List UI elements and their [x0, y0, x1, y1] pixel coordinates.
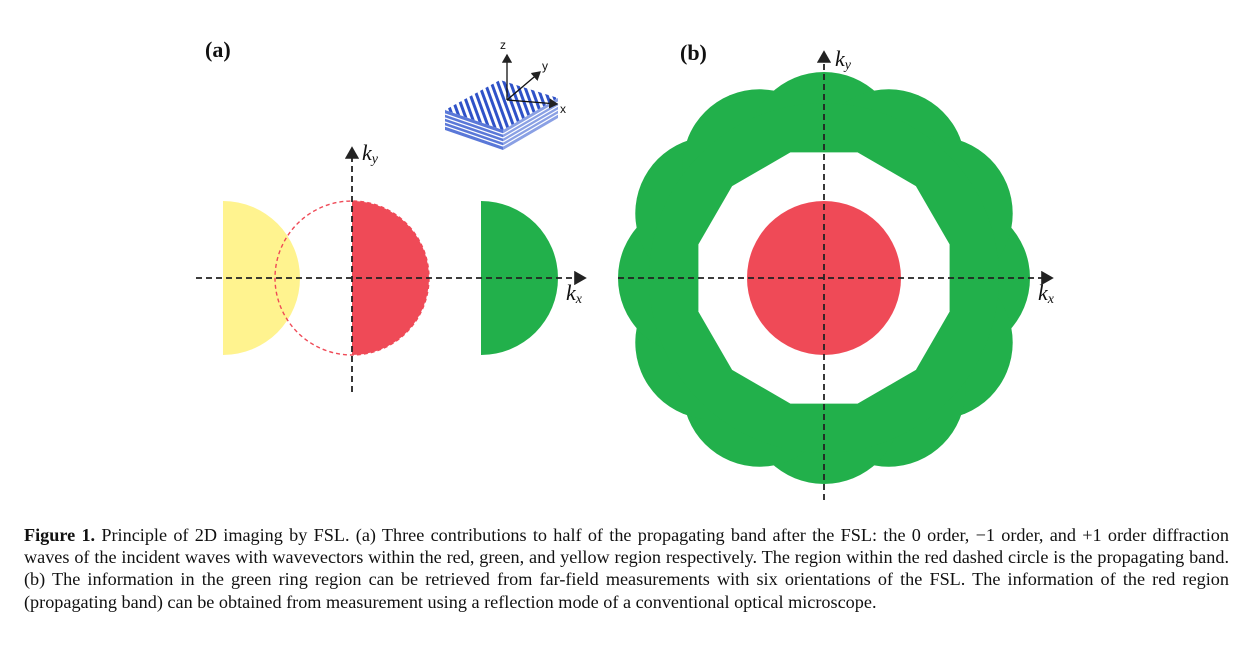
grating-layers [444, 113, 504, 147]
panel-a: (a) z y x [196, 37, 587, 392]
panel-a-ky-label: ky [362, 140, 379, 167]
panel-a-label: (a) [205, 37, 231, 62]
figure-caption: Figure 1. Principle of 2D imaging by FSL… [24, 524, 1229, 613]
panel-a-kx-label: kx [566, 280, 583, 307]
grating-inset: z y x [444, 38, 566, 150]
inset-y-axis [506, 71, 541, 101]
panel-b-ky-label: ky [835, 46, 852, 73]
inset-z-label: z [500, 38, 506, 52]
panel-b: (b) kx ky [618, 40, 1055, 500]
grating-side-face [503, 98, 558, 150]
caption-text: Principle of 2D imaging by FSL. (a) Thre… [24, 525, 1229, 612]
panel-b-kx-label: kx [1038, 280, 1055, 307]
figure-1: (a) z y x [196, 37, 1055, 500]
inset-x-axis [506, 98, 559, 109]
inset-x-label: x [560, 102, 566, 116]
grating-front-face [445, 110, 503, 150]
grating-top-face [445, 80, 558, 130]
inset-y-label: y [542, 59, 548, 73]
panel-b-label: (b) [680, 40, 707, 65]
green-ring-region [618, 72, 1030, 484]
caption-title: Figure 1. [24, 525, 96, 545]
